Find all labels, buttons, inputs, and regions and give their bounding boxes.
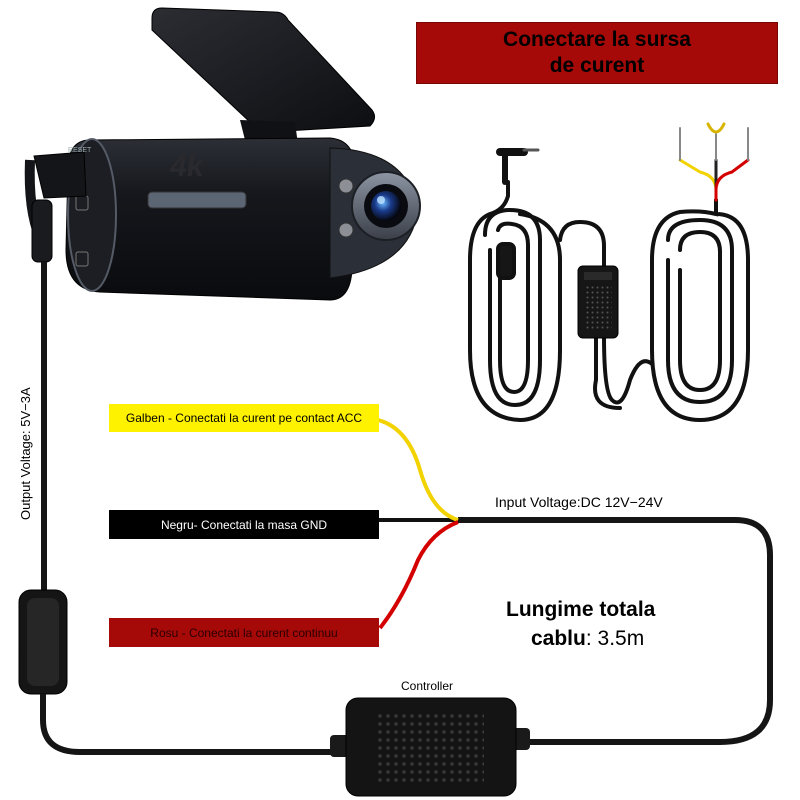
camera-resolution-badge: 4k: [167, 150, 206, 183]
camera-reset-label: RESET: [68, 147, 92, 154]
output-voltage-label: Output Voltage: 5V−3A: [18, 387, 33, 520]
cable-length-line: cablu: 3.5m: [531, 627, 644, 651]
cable-length-label: cablu: [531, 627, 586, 650]
title-banner: Conectare la sursa de curent: [416, 22, 778, 84]
dashcam-icon: [65, 7, 421, 301]
controller-icon: [330, 697, 530, 797]
yellow-wire-label: Galben - Conectati la curent pe contact …: [109, 404, 379, 432]
banner-line-1: Conectare la sursa: [503, 28, 691, 51]
cable-kit-icon: [468, 148, 750, 423]
camera-cable: [18, 151, 773, 755]
black-wire-label: Negru- Conectati la masa GND: [109, 510, 379, 539]
cable-length-title: Lungime totala: [506, 598, 656, 621]
mini-controller-icon: [577, 265, 619, 339]
input-voltage-label: Input Voltage:DC 12V−24V: [495, 494, 663, 510]
banner-line-2: de curent: [549, 54, 645, 77]
red-wire-label: Rosu - Conectati la curent continuu: [109, 618, 379, 647]
terminal-wires-icon: [678, 122, 750, 202]
cable-length-value: : 3.5m: [585, 627, 645, 650]
controller-label: Controller: [401, 679, 454, 693]
wires: [377, 418, 459, 630]
